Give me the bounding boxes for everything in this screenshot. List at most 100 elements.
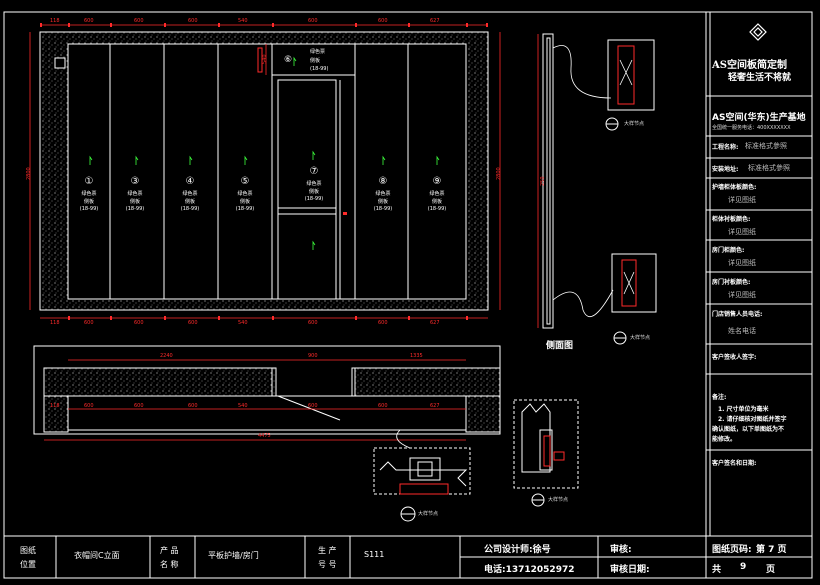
production-no-label-a: 生 产 (318, 546, 337, 555)
plan-wall-right (351, 367, 501, 397)
dim-top: 600 (188, 18, 198, 24)
contact-value: 姓名电话 (728, 327, 756, 335)
panel-text: (18-99) (427, 206, 447, 212)
designer: 公司设计师:徐号 (484, 545, 551, 555)
panel-number: ⑧ (378, 176, 388, 187)
panel-text: 绿色票 (429, 191, 445, 197)
install-address-value: 标准格式參照 (748, 164, 790, 172)
side-view-label: 侧面图 (546, 341, 574, 351)
total-value: 9 (740, 562, 747, 572)
dim-plan-top: 900 (308, 353, 318, 359)
note-2c: 能修改。 (712, 436, 737, 443)
dim-bottom: 600 (308, 320, 318, 326)
panel-number: ⑦ (309, 166, 319, 177)
dim-top: 118 (50, 18, 60, 24)
detail-1-label: 大样节点 (624, 121, 645, 127)
corner-box (54, 57, 66, 69)
door-color2-value: 详见图纸 (728, 291, 756, 299)
elevation-view (29, 23, 501, 320)
top-panel-text: 侧板 (310, 58, 321, 64)
panel-text: (18-99) (304, 196, 324, 202)
dim-top: 600 (378, 18, 388, 24)
panel-text: (18-99) (180, 206, 200, 212)
door-color-value: 详见图纸 (728, 259, 756, 267)
dim-plan-bottom: 600 (188, 403, 198, 409)
dim-plan-bottom: 118 (50, 403, 60, 409)
panel-number: ④ (185, 176, 195, 187)
top-panel-text: (18-99) (310, 66, 329, 72)
dim-plan-bottom: 600 (84, 403, 94, 409)
top-panel-number: ⑥ (284, 55, 293, 65)
dim-height-right: 2800 (496, 167, 502, 180)
dim-top: 540 (238, 18, 248, 24)
dim-bottom: 118 (50, 320, 60, 326)
panel-number: ① (84, 176, 94, 187)
review-date: 审核日期: (610, 565, 650, 575)
detail-4 (513, 399, 579, 507)
dim-top: 600 (84, 18, 94, 24)
dim-top: 600 (308, 18, 318, 24)
project-name-value: 标准格式參照 (745, 142, 787, 150)
plan-wall-left (43, 367, 277, 397)
panel-number: ⑨ (432, 176, 442, 187)
panel-color-label: 柜体衬板颜色: (712, 216, 751, 223)
title-block (705, 12, 812, 537)
elevation-opening (67, 43, 467, 300)
dim-top-panel: 540 (262, 54, 268, 64)
dim-side: 250 (540, 176, 546, 186)
dim-bottom: 600 (134, 320, 144, 326)
panel-text: (18-99) (373, 206, 393, 212)
dim-plan-bottom: 600 (134, 403, 144, 409)
production-no-label-b: 号 号 (318, 560, 337, 569)
dim-top: 627 (430, 18, 440, 24)
drawing-location-label-a: 图纸 (20, 546, 36, 555)
detail-4-label: 大样节点 (548, 497, 569, 503)
dim-bottom: 627 (430, 320, 440, 326)
panel-text: 绿色票 (375, 191, 391, 197)
panel-text: 侧板 (431, 199, 442, 205)
panel-text: 绿色票 (81, 191, 97, 197)
side-view (537, 33, 657, 345)
panel-text: (18-99) (235, 206, 255, 212)
door-color2-label: 房门衬板颜色: (712, 279, 751, 286)
dim-plan-top: 1335 (410, 353, 423, 359)
notes-label: 备注: (712, 394, 727, 401)
production-no-value: S111 (364, 550, 385, 559)
bottom-bar-lines (4, 535, 812, 578)
dim-height: 2800 (26, 167, 32, 180)
plan-wall-bottom-right (465, 395, 501, 433)
note-2a: 2. 请仔细核对图纸并签字 (718, 416, 787, 423)
panel-number: ⑤ (240, 176, 250, 187)
panel-color-value: 详见图纸 (728, 228, 756, 236)
dim-plan-bottom: 627 (430, 403, 440, 409)
product-name-value: 平板护墙/房门 (208, 551, 259, 560)
total-unit: 页 (766, 565, 776, 575)
dim-bottom: 600 (188, 320, 198, 326)
dim-plan-bottom: 600 (378, 403, 388, 409)
note-2b: 确认图纸，以下单图纸为不 (712, 426, 785, 433)
sheet-border (3, 11, 813, 579)
panel-text: 绿色票 (127, 191, 143, 197)
product-name-label-b: 名 称 (160, 560, 179, 569)
panel-text: 侧板 (377, 199, 388, 205)
total-label: 共 (712, 565, 722, 575)
detail-3 (373, 429, 471, 522)
panel-text: 侧板 (308, 189, 319, 195)
brand-logo-icon (749, 23, 767, 41)
project-name-label: 工程名称: (712, 144, 739, 151)
panel-text: 侧板 (129, 199, 140, 205)
dim-top: 600 (134, 18, 144, 24)
panel-text: (18-99) (125, 206, 145, 212)
detail-3-label: 大样节点 (418, 511, 439, 517)
brand-slogan: 轻奢生活不将就 (728, 73, 792, 83)
page-value: 第 7 页 (756, 545, 787, 555)
dim-total: 4475 (258, 433, 271, 439)
panel-text: (18-99) (79, 206, 99, 212)
dim-plan-top: 2240 (160, 353, 173, 359)
dim-plan-bottom: 600 (308, 403, 318, 409)
sales-label: 客户签名和日期: (712, 460, 757, 467)
top-panel-text: 绿色票 (310, 49, 326, 55)
company-phone: 全国统一服务电话：400XXXXXXX (712, 125, 791, 131)
dim-plan-bottom: 540 (238, 403, 248, 409)
